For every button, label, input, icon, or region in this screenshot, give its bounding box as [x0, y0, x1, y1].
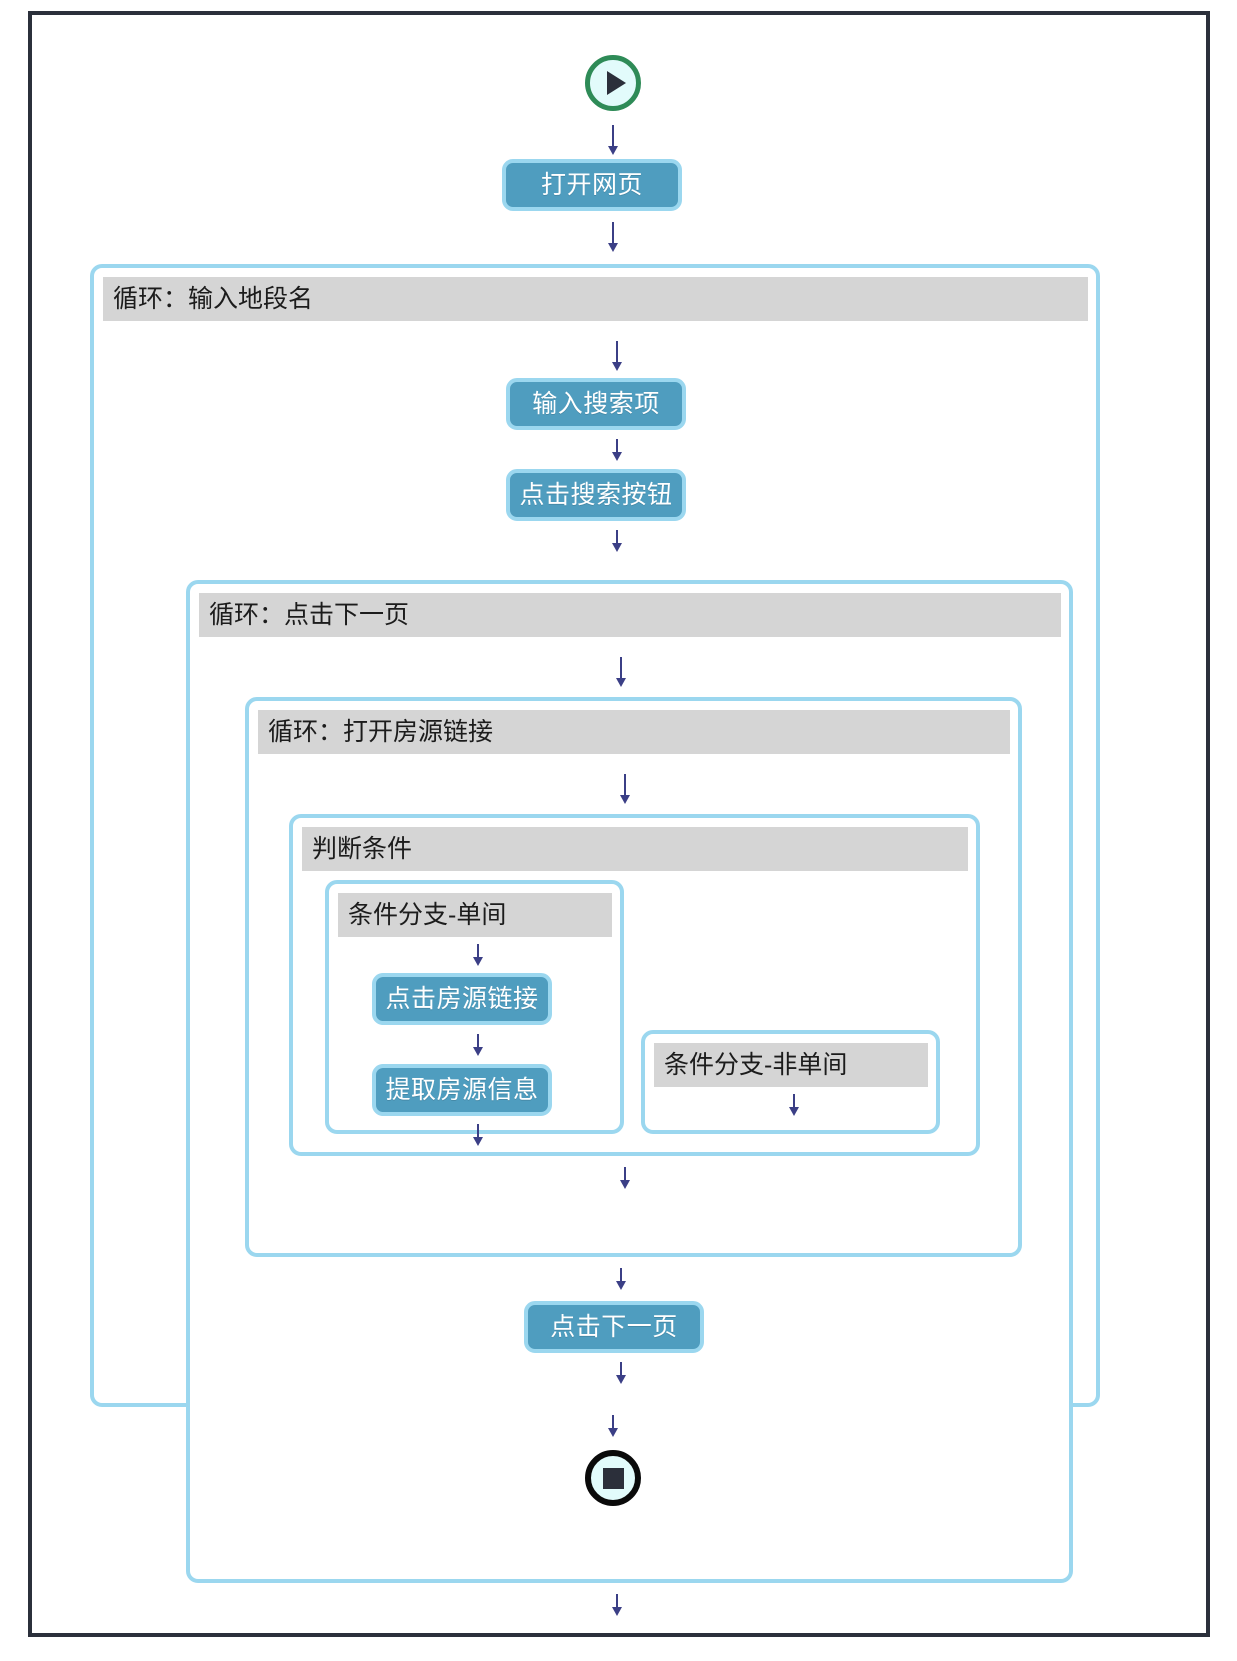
loop-open-listing-header: 循环：打开房源链接: [258, 710, 1010, 754]
arrow-loop-open-listing-exit: [614, 1268, 628, 1290]
arrow-click-listing-to-extract-info: [471, 1034, 485, 1056]
branch-single-header: 条件分支-单间: [338, 893, 612, 937]
arrow-branch-single-exit: [471, 1124, 485, 1146]
diagram-frame: 打开网页 循环：输入地段名 输入搜索项: [28, 11, 1210, 1637]
action-click-search[interactable]: 点击搜索按钮: [506, 469, 686, 521]
arrow-loop-open-listing-to-condition: [618, 774, 632, 804]
stop-icon: [602, 1467, 624, 1489]
branch-not-single-header: 条件分支-非单间: [654, 1043, 928, 1087]
arrow-branch-not-single-exit: [787, 1094, 801, 1116]
arrow-loop-next-page-to-loop-open-listing: [614, 657, 628, 687]
action-click-listing[interactable]: 点击房源链接: [372, 973, 552, 1025]
container-loop-next-page[interactable]: 循环：点击下一页 循环：打开房源链接 判断条件: [186, 580, 1073, 1583]
arrow-click-search-to-loop-next-page: [610, 530, 624, 552]
action-click-search-label: 点击搜索按钮: [519, 480, 673, 509]
container-branch-not-single[interactable]: 条件分支-非单间: [641, 1030, 940, 1134]
container-loop-district[interactable]: 循环：输入地段名 输入搜索项 点击搜索按钮: [90, 264, 1100, 1616]
container-condition[interactable]: 判断条件 条件分支-单间 点击房源链接: [289, 814, 980, 1156]
loop-next-page-header: 循环：点击下一页: [199, 593, 1061, 637]
arrow-loop-district-to-end: [606, 1415, 620, 1437]
arrow-branch-single-to-click-listing: [471, 944, 485, 966]
action-click-listing-label: 点击房源链接: [385, 984, 539, 1013]
arrow-click-next-page-exit: [614, 1362, 628, 1384]
condition-header: 判断条件: [302, 827, 968, 871]
arrow-start-to-open-page: [606, 125, 620, 155]
diagram-canvas: 打开网页 循环：输入地段名 输入搜索项: [32, 15, 1206, 1633]
arrow-condition-exit: [618, 1167, 632, 1189]
action-click-next-page[interactable]: 点击下一页: [524, 1301, 704, 1353]
container-loop-open-listing[interactable]: 循环：打开房源链接 判断条件 条件分支-单间: [245, 697, 1022, 1257]
action-extract-info-label: 提取房源信息: [385, 1075, 539, 1104]
start-node[interactable]: [585, 55, 641, 111]
arrow-open-page-to-loop-district: [606, 222, 620, 252]
play-icon: [606, 71, 626, 95]
arrow-loop-next-page-exit: [610, 1594, 624, 1616]
action-input-search-label: 输入搜索项: [532, 389, 660, 418]
container-branch-single[interactable]: 条件分支-单间 点击房源链接: [325, 880, 624, 1146]
action-extract-info[interactable]: 提取房源信息: [372, 1064, 552, 1116]
action-click-next-page-label: 点击下一页: [550, 1312, 678, 1341]
arrow-input-search-to-click-search: [610, 439, 624, 461]
arrow-loop-district-to-input-search: [610, 341, 624, 371]
end-node[interactable]: [585, 1450, 641, 1506]
action-open-page-label: 打开网页: [540, 170, 643, 199]
action-input-search[interactable]: 输入搜索项: [506, 378, 686, 430]
loop-district-header: 循环：输入地段名: [103, 277, 1088, 321]
action-open-page[interactable]: 打开网页: [502, 159, 682, 211]
